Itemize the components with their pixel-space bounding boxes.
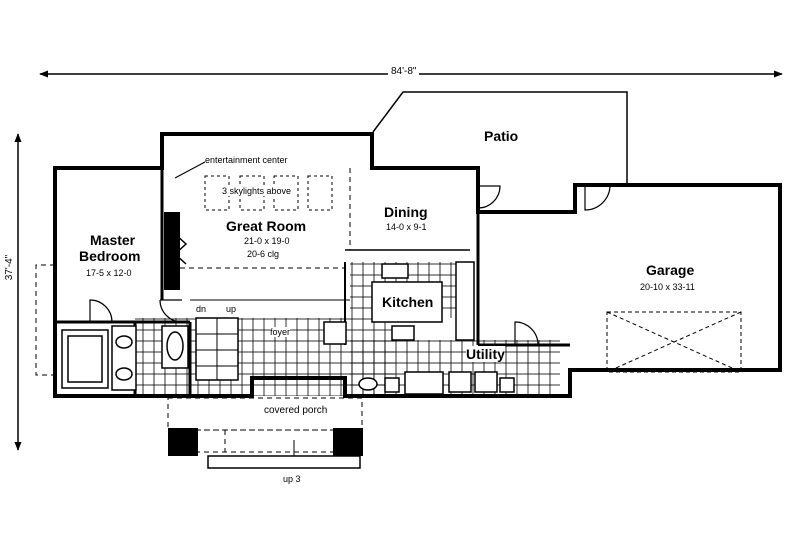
- covered-porch-label: covered porch: [264, 405, 328, 416]
- great-room-label: Great Room: [226, 218, 307, 234]
- bath-fixtures: [61, 325, 189, 391]
- stair-down-label: dn: [196, 304, 207, 314]
- overall-width-label: 84'-8": [388, 66, 420, 77]
- garage-door: [606, 311, 742, 373]
- skylights-label: 3 skylights above: [222, 186, 292, 196]
- dining-label: Dining: [384, 204, 428, 220]
- patio-outline: [372, 91, 628, 183]
- utility-label: Utility: [466, 346, 505, 362]
- overall-depth-label: 37'-4": [4, 251, 16, 284]
- doors: [89, 184, 611, 346]
- master-bedroom-size: 17-5 x 12-0: [86, 268, 132, 278]
- dashed-openings: [35, 168, 363, 453]
- foyer-label: foyer: [270, 327, 291, 337]
- fireplace: [164, 161, 206, 290]
- great-room-ceiling: 20-6 clg: [247, 249, 280, 259]
- utility-fixtures: [358, 371, 515, 395]
- entertainment-center-label: entertainment center: [205, 155, 288, 165]
- porch-steps: [207, 440, 361, 469]
- master-bedroom-label-line2: Bedroom: [79, 248, 141, 264]
- stairs: [195, 317, 239, 381]
- porch-steps-label: up 3: [283, 474, 301, 484]
- master-bedroom-label-line1: Master: [90, 232, 136, 248]
- dining-size: 14-0 x 9-1: [386, 222, 427, 232]
- great-room-size: 21-0 x 19-0: [244, 236, 290, 246]
- garage-label: Garage: [646, 262, 695, 278]
- porch-columns: [168, 428, 363, 456]
- patio-label: Patio: [484, 128, 519, 144]
- stair-up-label: up: [226, 304, 237, 314]
- kitchen-label: Kitchen: [382, 294, 434, 310]
- garage-size: 20-10 x 33-11: [640, 282, 695, 292]
